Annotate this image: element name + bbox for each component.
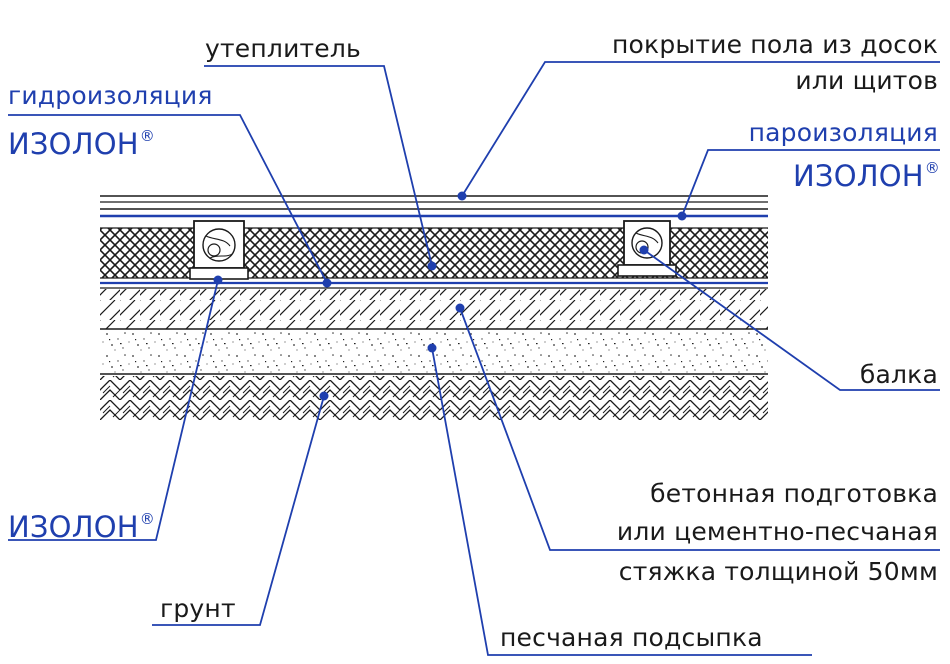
leader-soil [152, 395, 325, 626]
label-floor-covering-line2: или щитов [795, 66, 938, 95]
dot-brand-bottom-left [213, 275, 223, 285]
label-floor-covering-line1: покрытие пола из досок [612, 30, 938, 59]
leader-dots [213, 191, 687, 401]
registered-mark: ® [139, 510, 155, 528]
leader-vapor-barrier [681, 149, 940, 217]
beam-right [617, 220, 677, 277]
dot-insulation [427, 261, 437, 271]
dot-sand-fill [427, 343, 437, 353]
leader-insulation [204, 65, 433, 267]
dot-vapor-barrier [677, 211, 687, 221]
label-beam: балка [859, 360, 938, 389]
brand-right: ИЗОЛОН® [793, 152, 940, 192]
label-concrete-line2: или цементно-песчаная [616, 517, 938, 546]
dot-soil [319, 391, 329, 401]
dot-waterproofing [322, 278, 332, 288]
leader-lines [8, 61, 940, 656]
dot-concrete [455, 303, 465, 313]
brand-bottom-left: ИЗОЛОН® [8, 503, 155, 543]
brand-top-left-text: ИЗОЛОН [8, 127, 139, 161]
registered-mark: ® [924, 159, 940, 177]
label-sand-fill: песчаная подсыпка [500, 623, 763, 652]
label-concrete-line3: стяжка толщиной 50мм [618, 557, 938, 586]
label-concrete-line1: бетонная подготовка [650, 479, 938, 508]
leader-floor-covering [461, 61, 940, 197]
brand-top-left: ИЗОЛОН® [8, 120, 155, 160]
label-insulation: утеплитель [205, 34, 361, 63]
soil-layer [100, 376, 768, 420]
dot-floor-covering [457, 191, 467, 201]
registered-mark: ® [139, 127, 155, 145]
leader-concrete [459, 307, 940, 551]
leader-waterproofing [8, 114, 328, 284]
label-waterproofing: гидроизоляция [8, 81, 213, 110]
concrete-screed-layer [100, 289, 768, 330]
beam-left [189, 220, 249, 280]
label-vapor-barrier: пароизоляция [748, 118, 938, 147]
leader-beam [643, 249, 940, 391]
floor-boards [100, 195, 768, 218]
brand-bottom-left-text: ИЗОЛОН [8, 510, 139, 544]
label-soil: грунт [160, 594, 236, 623]
brand-right-text: ИЗОЛОН [793, 159, 924, 193]
leader-sand-fill [431, 347, 812, 656]
dot-beam [639, 245, 649, 255]
leader-brand-bottom-left [8, 279, 219, 541]
